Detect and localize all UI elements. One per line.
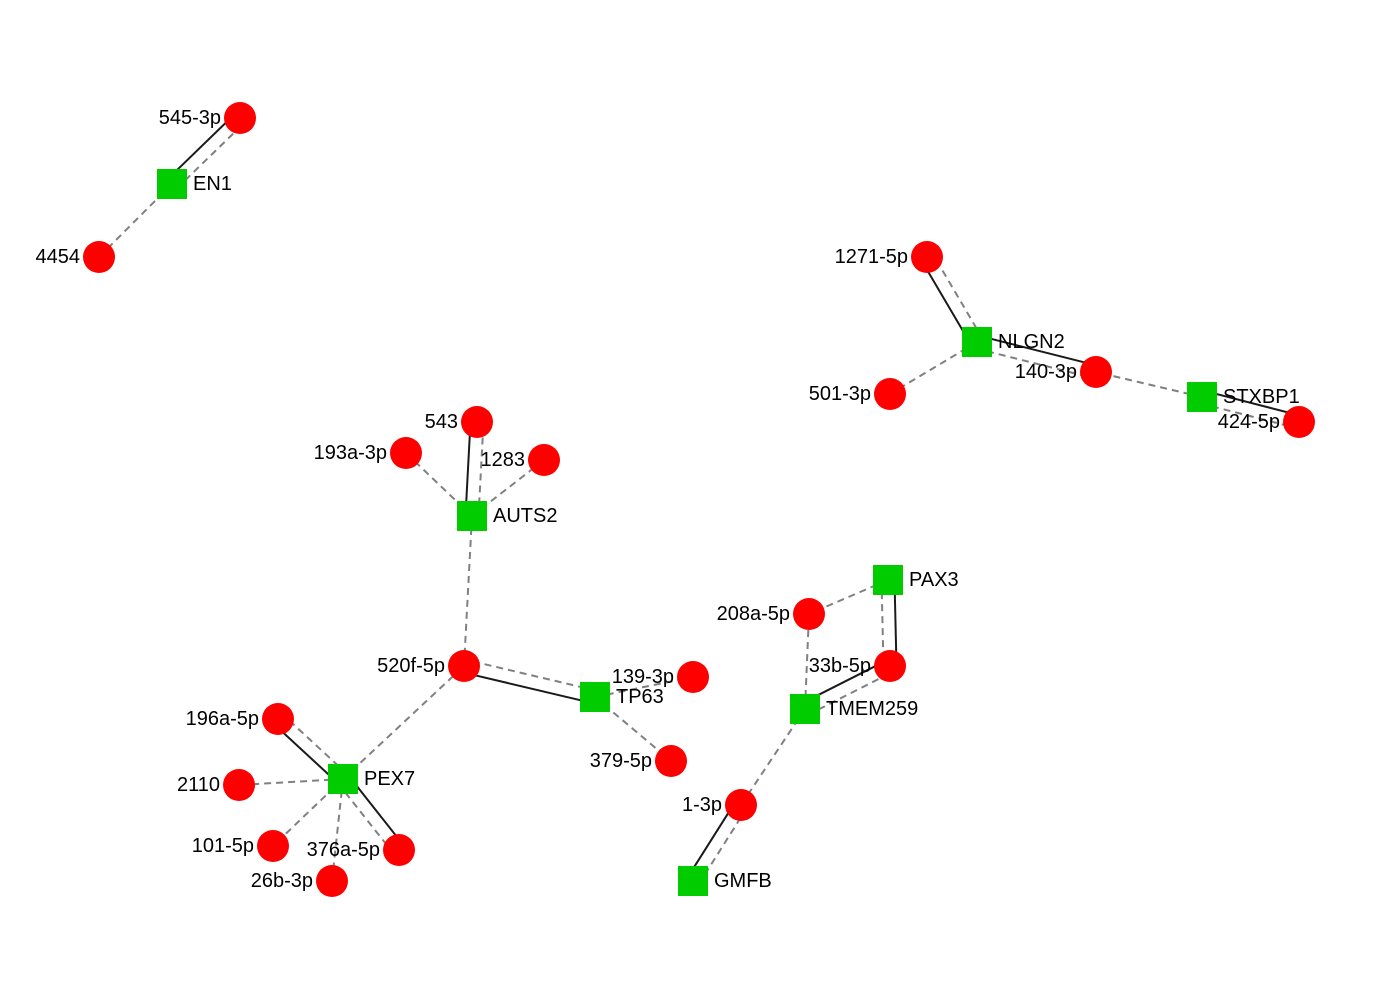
mirna-label-208a-5p: 208a-5p <box>717 603 790 625</box>
gene-label-gmfb: GMFB <box>714 870 772 892</box>
gene-node-pax3[interactable] <box>873 565 903 595</box>
edges-layer <box>98 112 1301 886</box>
mirna-node-196a-5p[interactable] <box>262 703 294 735</box>
edge-pex7-376a-5p-dashed <box>337 782 395 855</box>
mirna-node-424-5p[interactable] <box>1283 406 1315 438</box>
mirna-node-545-3p[interactable] <box>224 102 256 134</box>
gene-node-nlgn2[interactable] <box>962 327 992 357</box>
gene-node-pex7[interactable] <box>328 764 358 794</box>
edge-tmem259-33b-5p-dashed <box>807 670 894 716</box>
edge-stxbp1-140-3p-dashed <box>1095 371 1203 398</box>
gene-node-auts2[interactable] <box>457 501 487 531</box>
edge-auts2-520f-5p-dashed <box>463 515 473 667</box>
edge-en1-545-3p-solid <box>166 112 237 181</box>
edge-en1-545-3p-dashed <box>175 121 246 190</box>
mirna-label-101-5p: 101-5p <box>192 835 254 857</box>
mirna-label-26b-3p: 26b-3p <box>251 870 313 892</box>
gene-label-pex7: PEX7 <box>364 768 415 790</box>
mirna-label-2110: 2110 <box>177 774 220 796</box>
gene-node-tmem259[interactable] <box>790 694 820 724</box>
mirna-node-4454[interactable] <box>83 241 115 273</box>
mirna-node-501-3p[interactable] <box>874 378 906 410</box>
edge-tp63-520f-5p-solid <box>462 671 594 705</box>
edge-auts2-543-solid <box>464 421 472 516</box>
edge-stxbp1-424-5p-solid <box>1203 389 1301 417</box>
mirna-node-1283[interactable] <box>528 444 560 476</box>
mirna-node-543[interactable] <box>461 406 493 438</box>
gene-node-stxbp1[interactable] <box>1187 382 1217 412</box>
nodes-layer <box>83 102 1315 897</box>
mirna-node-1271-5p[interactable] <box>911 241 943 273</box>
mirna-node-26b-3p[interactable] <box>316 865 348 897</box>
mirna-label-1283: 1283 <box>481 449 526 471</box>
mirna-label-376a-5p: 376a-5p <box>307 839 380 861</box>
mirna-label-33b-5p: 33b-5p <box>809 655 871 677</box>
mirna-label-140-3p: 140-3p <box>1015 361 1077 383</box>
mirna-label-379-5p: 379-5p <box>590 750 652 772</box>
mirna-node-140-3p[interactable] <box>1080 356 1112 388</box>
edge-auts2-543-dashed <box>477 422 485 517</box>
gene-label-en1: EN1 <box>193 173 232 195</box>
gene-label-tmem259: TMEM259 <box>826 698 918 720</box>
mirna-label-1-3p: 1-3p <box>682 794 722 816</box>
mirna-label-543: 543 <box>425 411 458 433</box>
edge-nlgn2-1271-5p-dashed <box>931 253 984 340</box>
mirna-node-2110[interactable] <box>223 769 255 801</box>
mirna-node-193a-3p[interactable] <box>390 437 422 469</box>
mirna-label-139-3p: 139-3p <box>612 666 674 688</box>
mirna-node-33b-5p[interactable] <box>874 650 906 682</box>
edge-gmfb-1-3p-solid <box>686 800 737 879</box>
mirna-node-376a-5p[interactable] <box>383 834 415 866</box>
edge-tp63-520f-5p-dashed <box>465 658 597 692</box>
mirna-node-101-5p[interactable] <box>257 830 289 862</box>
mirna-node-1-3p[interactable] <box>725 789 757 821</box>
gene-node-gmfb[interactable] <box>678 866 708 896</box>
mirna-label-4454: 4454 <box>36 246 81 268</box>
mirna-node-139-3p[interactable] <box>677 661 709 693</box>
edge-nlgn2-140-3p-solid <box>978 334 1098 367</box>
mirna-label-193a-3p: 193a-3p <box>314 442 387 464</box>
edge-pex7-520f-5p-dashed <box>342 665 465 780</box>
gene-node-tp63[interactable] <box>580 682 610 712</box>
edge-pex7-26b-3p-dashed <box>331 778 344 882</box>
gene-label-pax3: PAX3 <box>909 569 959 591</box>
edge-tmem259-1-3p-dashed <box>740 708 806 806</box>
mirna-label-1271-5p: 1271-5p <box>835 246 908 268</box>
mirna-label-196a-5p: 196a-5p <box>186 708 259 730</box>
labels-layer: 545-3p 4454 1271-5p 501-3p 140-3p 424-5p 543 19… <box>36 107 1300 892</box>
mirna-node-379-5p[interactable] <box>655 745 687 777</box>
mirna-label-545-3p: 545-3p <box>159 107 221 129</box>
mirna-label-501-3p: 501-3p <box>809 383 871 405</box>
gene-label-nlgn2: NLGN2 <box>998 331 1065 353</box>
edge-tp63-139-3p-dashed <box>594 676 694 698</box>
gene-label-tp63: TP63 <box>616 686 664 708</box>
mirna-label-424-5p: 424-5p <box>1218 411 1280 433</box>
mirna-node-520f-5p[interactable] <box>448 650 480 682</box>
edge-pex7-196a-5p-solid <box>272 723 340 785</box>
mirna-label-520f-5p: 520f-5p <box>377 655 445 677</box>
mirna-node-208a-5p[interactable] <box>793 598 825 630</box>
edge-tmem259-208a-5p-dashed <box>804 613 810 710</box>
edge-pex7-2110-dashed <box>238 778 344 786</box>
gene-label-stxbp1: STXBP1 <box>1223 386 1300 408</box>
gene-label-auts2: AUTS2 <box>493 505 557 527</box>
gene-node-en1[interactable] <box>157 169 187 199</box>
edge-nlgn2-140-3p-dashed <box>975 347 1095 380</box>
